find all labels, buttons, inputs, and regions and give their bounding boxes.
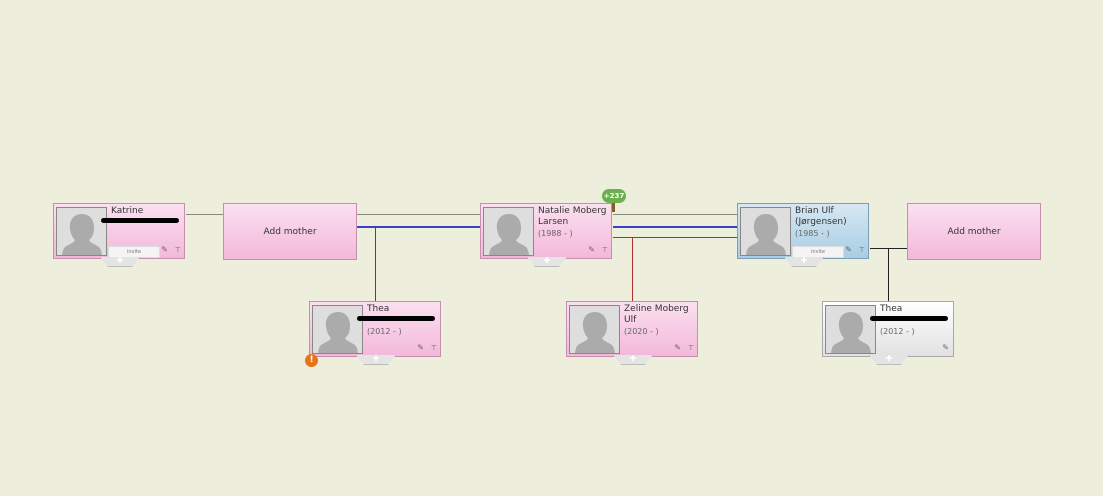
person-name: Brian Ulf (Jørgensen) <box>795 206 847 227</box>
partner-line <box>613 214 737 215</box>
add-mother-button[interactable]: Add mother <box>907 203 1041 260</box>
warning-icon[interactable]: ! <box>305 354 318 367</box>
family-tree-icon[interactable]: ⊤ <box>687 344 694 352</box>
person-card-brian[interactable]: Brian Ulf (Jørgensen) (1985 - ) invite✎ ⊤ ✚ <box>737 203 869 267</box>
person-name: Thea <box>880 304 903 314</box>
person-name: Natalie Moberg Larsen <box>538 206 607 227</box>
family-tree-icon[interactable]: ⊤ <box>601 246 608 254</box>
couple-line <box>613 226 737 228</box>
person-dates: (2020 - ) <box>624 327 659 336</box>
edit-icon[interactable]: ✎ <box>161 245 168 254</box>
add-relative-tab[interactable]: ✚ <box>869 355 909 365</box>
avatar[interactable] <box>56 207 107 256</box>
person-name: Katrine <box>111 206 144 216</box>
person-dates: (2012 - ) <box>880 327 915 336</box>
add-relative-tab[interactable]: ✚ <box>527 257 567 267</box>
child-line-thea <box>357 226 480 228</box>
person-name: Thea <box>367 304 390 314</box>
family-tree-icon[interactable]: ⊤ <box>858 246 865 254</box>
add-mother-button[interactable]: Add mother <box>223 203 357 260</box>
avatar[interactable] <box>312 305 363 354</box>
partner-line <box>357 214 480 215</box>
child-line-thea2 <box>888 248 889 301</box>
redaction-bar <box>357 316 435 321</box>
person-name: Zeline Moberg Ulf <box>624 304 689 325</box>
child-line-zeline <box>613 237 737 238</box>
person-card-natalie[interactable]: Natalie Moberg Larsen (1988 - ) ✎ ⊤ ✚ <box>480 203 612 267</box>
family-tree-icon[interactable]: ⊤ <box>174 246 181 254</box>
partner-line <box>186 214 223 215</box>
edit-icon[interactable]: ✎ <box>942 343 949 352</box>
add-relative-tab[interactable]: ✚ <box>784 257 824 267</box>
avatar[interactable] <box>825 305 876 354</box>
add-relative-tab[interactable]: ✚ <box>613 355 653 365</box>
person-card-thea2[interactable]: Thea (2012 - ) ✎ ✚ <box>822 301 954 365</box>
avatar[interactable] <box>740 207 791 256</box>
person-dates: (1988 - ) <box>538 229 573 238</box>
person-card-katrine[interactable]: Katrine invite✎ ⊤ ✚ <box>53 203 185 267</box>
invite-button[interactable]: invite <box>792 246 844 258</box>
person-dates: (1985 - ) <box>795 229 830 238</box>
invite-button[interactable]: invite <box>108 246 160 258</box>
person-dates: (2012 - ) <box>367 327 402 336</box>
edit-icon[interactable]: ✎ <box>845 245 852 254</box>
avatar[interactable] <box>569 305 620 354</box>
ancestors-badge[interactable]: +237 <box>602 189 626 203</box>
child-line-thea <box>375 226 376 301</box>
add-relative-tab[interactable]: ✚ <box>100 257 140 267</box>
edit-icon[interactable]: ✎ <box>417 343 424 352</box>
redaction-bar <box>870 316 948 321</box>
tree-trunk-icon <box>612 203 615 212</box>
add-relative-tab[interactable]: ✚ <box>356 355 396 365</box>
redaction-bar <box>101 218 179 223</box>
person-card-zeline[interactable]: Zeline Moberg Ulf (2020 - ) ✎ ⊤ ✚ <box>566 301 698 365</box>
child-line-zeline <box>632 237 633 301</box>
family-tree-icon[interactable]: ⊤ <box>430 344 437 352</box>
edit-icon[interactable]: ✎ <box>588 245 595 254</box>
avatar[interactable] <box>483 207 534 256</box>
edit-icon[interactable]: ✎ <box>674 343 681 352</box>
person-card-thea1[interactable]: Thea (2012 - ) ✎ ⊤ ✚ <box>309 301 441 365</box>
